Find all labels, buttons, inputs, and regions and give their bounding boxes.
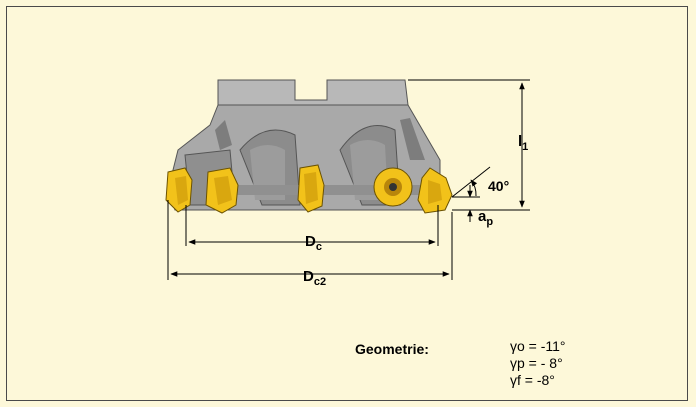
insert-left-outer [165,167,193,213]
dim-angle-label: 40° [488,178,509,194]
insert-right-outer [417,167,453,214]
insert-center [297,164,325,213]
dimension-lines [167,79,530,280]
insert-left-mid [205,167,239,214]
geometry-gamma-f: γf = -8° [510,372,555,388]
geometry-title: Geometrie: [355,341,429,357]
dim-ap-label: ap [478,208,493,228]
dim-l1-label: l1 [518,133,528,153]
geometry-gamma-p: γp = - 8° [510,355,563,371]
dim-dc-label: Dc [305,233,322,253]
dim-dc2-label: Dc2 [303,268,326,288]
diagram-frame [6,6,688,401]
geometry-values: γo = -11° γp = - 8° γf = -8° [510,338,566,389]
insert-front [373,167,413,207]
geometry-gamma-o: γo = -11° [510,338,566,354]
